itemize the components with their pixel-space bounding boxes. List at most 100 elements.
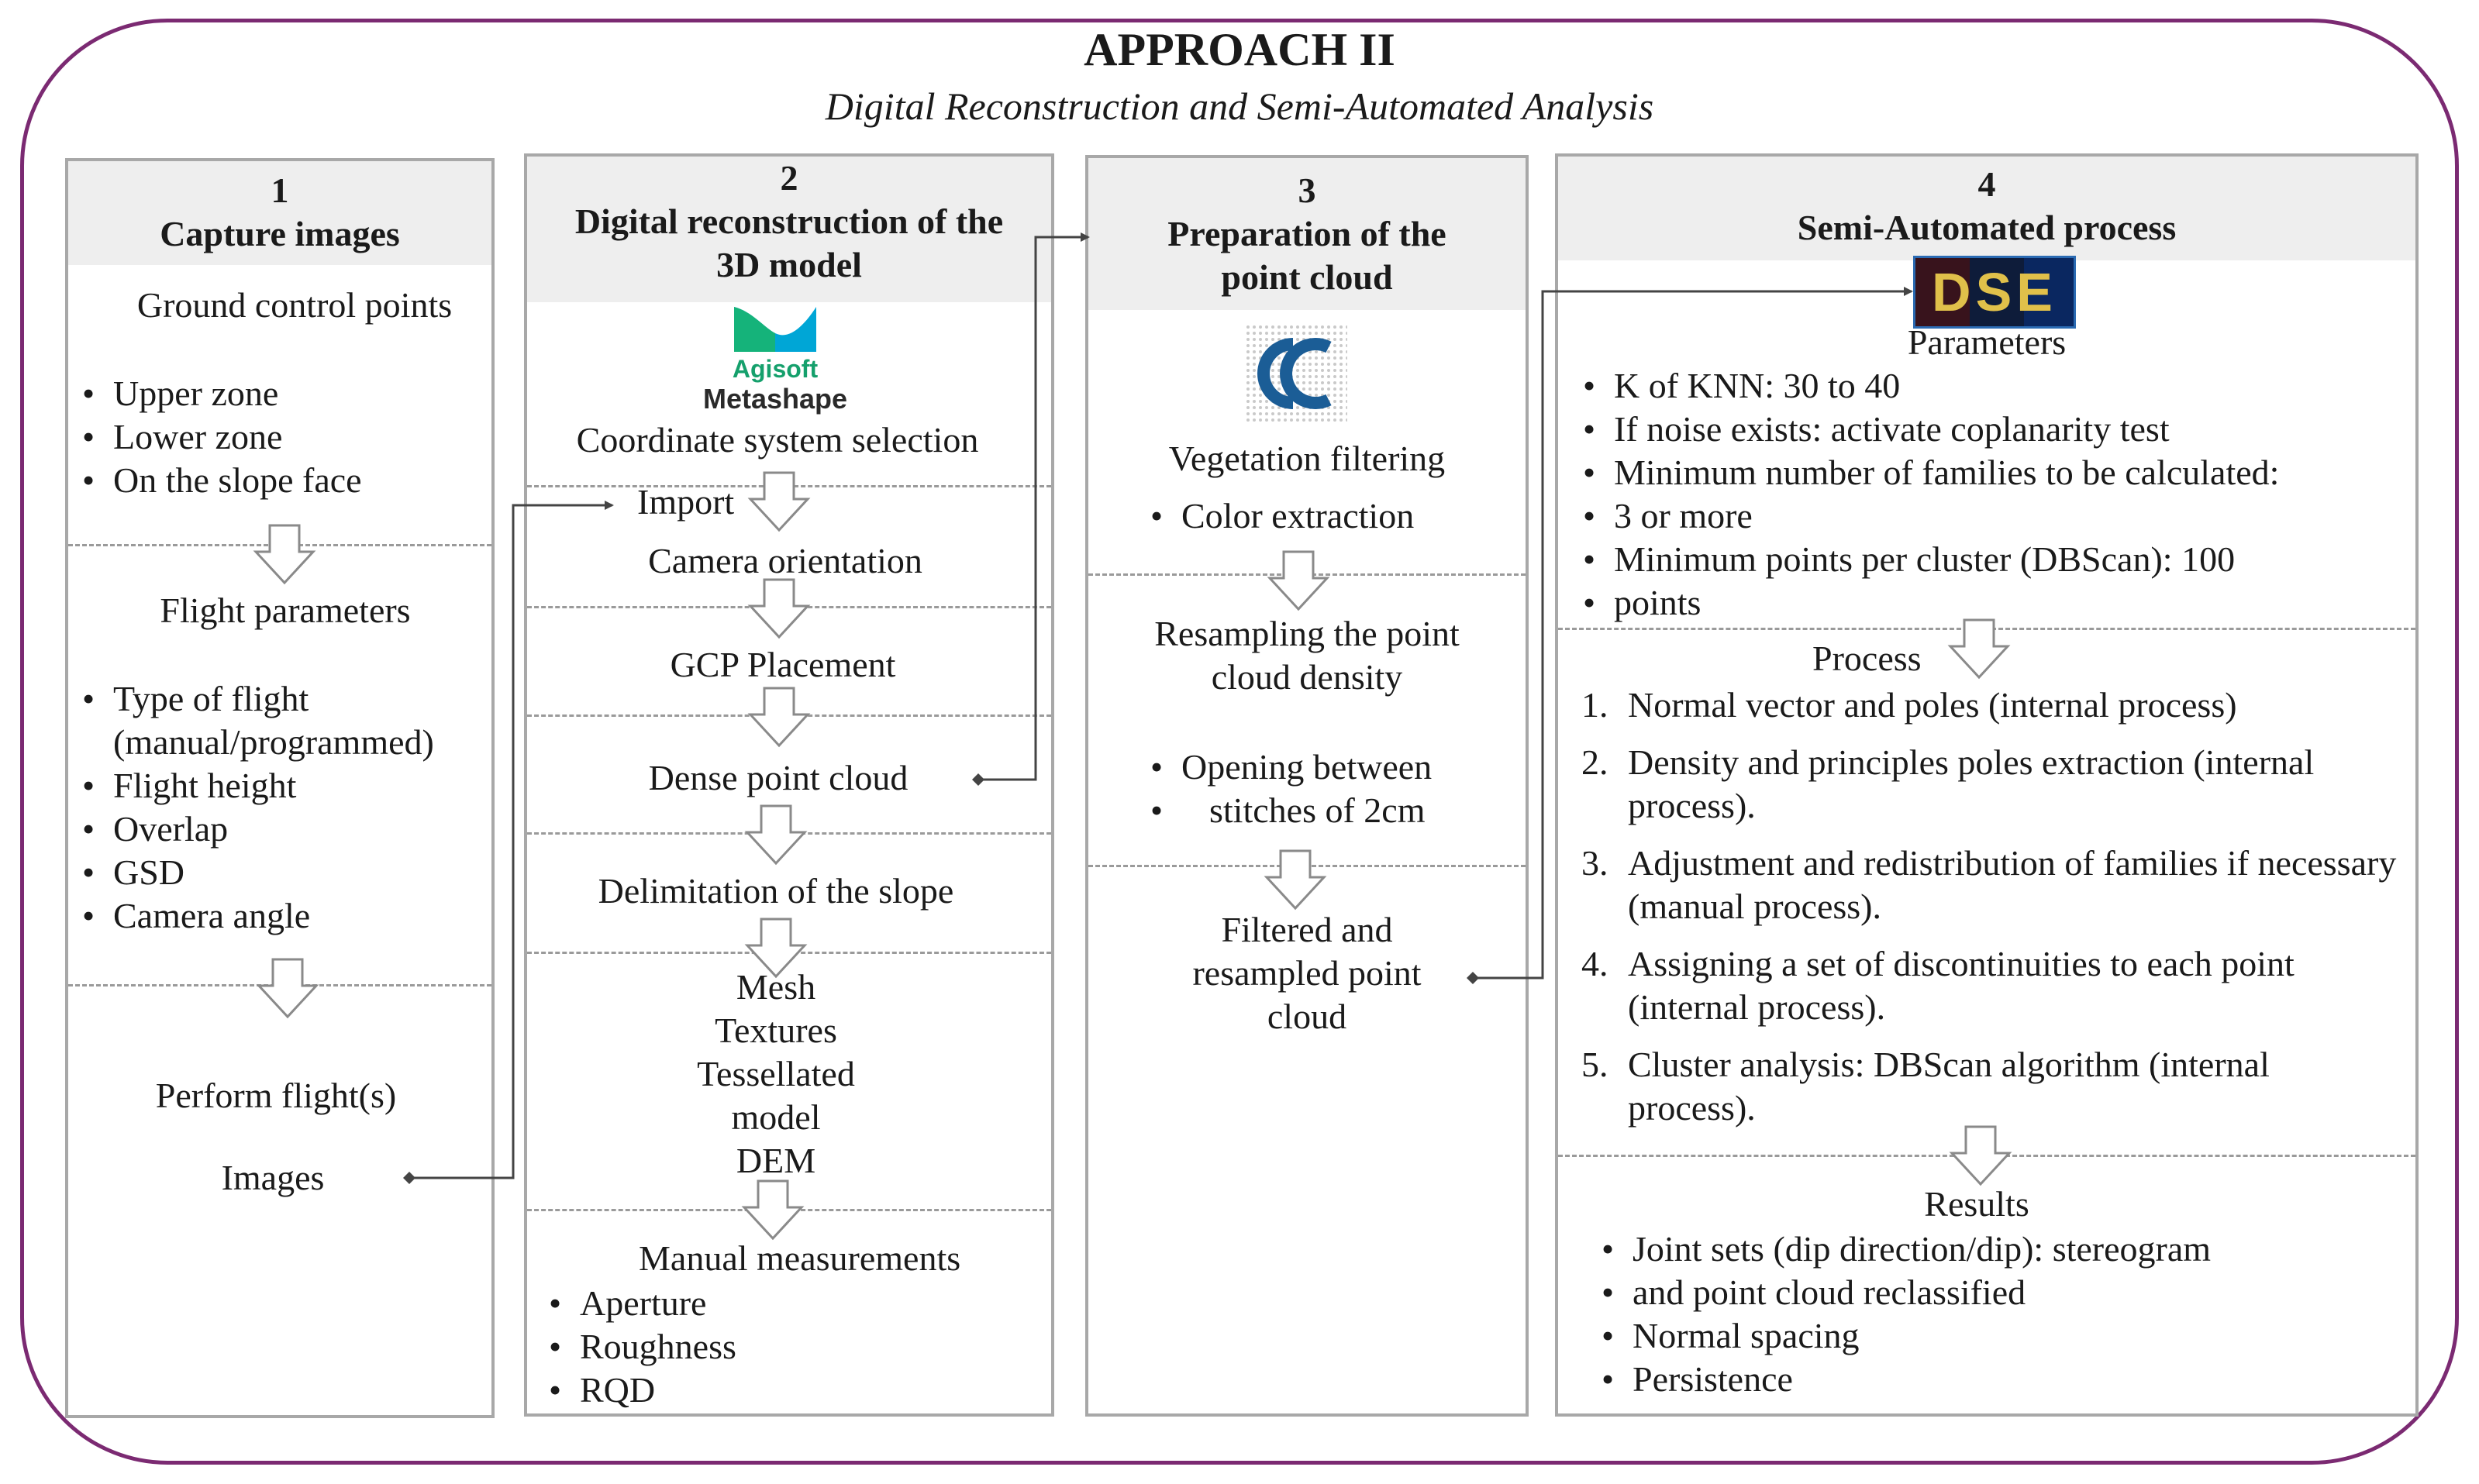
gcp-item: Upper zone	[78, 372, 362, 415]
connector-start-diamond	[972, 773, 984, 786]
resampling-list: Opening between stitches of 2cm	[1146, 745, 1432, 832]
parameter-item-continued: points	[1578, 581, 2279, 625]
resampling-line: cloud density	[1211, 657, 1403, 697]
flight-item: Camera angle	[78, 894, 496, 938]
gcp-item: On the slope face	[78, 459, 362, 502]
diagram-title: APPROACH II	[1084, 24, 1395, 75]
flight-parameters-list: Type of flight (manual/programmed) Fligh…	[78, 677, 496, 938]
process-step-number: 5.	[1581, 1045, 1608, 1084]
column-3-title: point cloud	[1221, 257, 1393, 297]
vegetation-item: Color extraction	[1146, 494, 1414, 538]
connector-filtered-to-semi-automated	[1473, 287, 1913, 980]
flight-item: Flight height	[78, 764, 496, 807]
down-arrow-icon	[744, 918, 808, 979]
images-label: Images	[221, 1158, 325, 1197]
parameter-item: Minimum points per cluster (DBScan): 100	[1578, 538, 2279, 581]
column-2-header: 2 Digital reconstruction of the 3D model	[527, 157, 1051, 302]
parameter-item: If noise exists: activate coplanarity te…	[1578, 408, 2279, 451]
cloudcompare-logo	[1245, 324, 1347, 423]
filtered-line: cloud	[1267, 997, 1347, 1036]
down-arrow-icon	[747, 578, 811, 639]
result-item: Persistence	[1597, 1358, 2211, 1401]
process-step: 1. Normal vector and poles (internal proc…	[1581, 683, 2403, 727]
down-arrow-icon	[747, 471, 811, 532]
column-3-title: Preparation of the	[1167, 214, 1446, 253]
parameters-list: K of KNN: 30 to 40 If noise exists: acti…	[1578, 364, 2279, 625]
result-item: Joint sets (dip direction/dip): stereogr…	[1597, 1227, 2211, 1271]
process-step-text: Assigning a set of discontinuities to ea…	[1628, 944, 2295, 1027]
camera-orientation-step: Camera orientation	[648, 541, 922, 580]
resampling-step: Resampling the point cloud density	[1088, 612, 1526, 699]
process-list: 1. Normal vector and poles (internal proc…	[1581, 683, 2403, 1144]
manual-item: Roughness	[544, 1325, 736, 1369]
flight-parameters-heading: Flight parameters	[160, 591, 411, 630]
process-step-text: Cluster analysis: DBScan algorithm (inte…	[1628, 1045, 2270, 1128]
resampling-line: Resampling the point	[1154, 614, 1460, 653]
down-arrow-icon	[1949, 1125, 2012, 1186]
process-step: 5. Cluster analysis: DBScan algorithm (in…	[1581, 1043, 2403, 1130]
result-item-continued: and point cloud reclassified	[1597, 1271, 2211, 1314]
down-arrow-icon	[1947, 618, 2011, 680]
column-2-number: 2	[780, 158, 798, 198]
process-step: 3. Adjustment and redistribution of famil…	[1581, 842, 2403, 928]
dse-logo: DSE	[1913, 256, 2076, 329]
import-step: Import	[637, 482, 735, 522]
column-4-header: 4 Semi-Automated process	[1558, 157, 2415, 260]
agisoft-metashape-logo: Agisoft Metashape	[698, 304, 853, 420]
metashape-product-text: Metashape	[702, 383, 848, 415]
down-arrow-icon	[253, 524, 316, 585]
manual-item: Aperture	[544, 1282, 736, 1325]
process-step-text: Normal vector and poles (internal proces…	[1628, 685, 2237, 725]
column-3-header: 3 Preparation of the point cloud	[1088, 158, 1526, 310]
manual-measurements-list: Aperture Roughness RQD	[544, 1282, 736, 1412]
resampling-item: Opening between	[1146, 745, 1432, 789]
column-1-number: 1	[271, 170, 289, 210]
connector-images-to-import	[409, 501, 614, 1179]
agisoft-brand-text: Agisoft	[732, 355, 819, 383]
perform-flights-label: Perform flight(s)	[155, 1076, 397, 1115]
process-step-number: 2.	[1581, 742, 1608, 782]
manual-measurements-heading: Manual measurements	[639, 1238, 961, 1278]
column-4-title: Semi-Automated process	[1797, 208, 2177, 247]
vegetation-filtering-step: Vegetation filtering	[1168, 439, 1446, 478]
product-line: Tessellated	[697, 1054, 855, 1093]
connector-start-diamond	[403, 1172, 415, 1184]
process-step-number: 1.	[1581, 685, 1608, 725]
gcp-list: Upper zone Lower zone On the slope face	[78, 372, 362, 502]
process-step-text: Density and principles poles extraction …	[1628, 742, 2315, 825]
process-heading: Process	[1812, 639, 1922, 678]
manual-item: RQD	[544, 1369, 736, 1412]
product-line: DEM	[736, 1141, 816, 1180]
column-4-number: 4	[1977, 164, 1996, 204]
down-arrow-icon	[1267, 550, 1330, 611]
column-3-number: 3	[1298, 170, 1316, 210]
down-arrow-icon	[741, 1179, 805, 1241]
parameters-heading: Parameters	[1907, 322, 2067, 362]
down-arrow-icon	[744, 804, 808, 866]
vegetation-list: Color extraction	[1146, 494, 1414, 538]
column-2-box	[524, 153, 1054, 1417]
process-step: 2. Density and principles poles extractio…	[1581, 741, 2403, 828]
down-arrow-icon	[256, 958, 319, 1019]
parameter-item: K of KNN: 30 to 40	[1578, 364, 2279, 408]
dense-point-cloud-step: Dense point cloud	[648, 758, 909, 797]
down-arrow-icon	[1264, 849, 1327, 911]
resampling-item-continued: stitches of 2cm	[1146, 789, 1432, 832]
process-step: 4. Assigning a set of discontinuities to…	[1581, 942, 2403, 1029]
column-2-title: Digital reconstruction of the	[574, 201, 1004, 241]
results-heading: Results	[1924, 1184, 2029, 1224]
filtered-line: Filtered and	[1221, 910, 1393, 949]
gcp-placement-step: GCP Placement	[670, 645, 896, 684]
coordinate-system-step: Coordinate system selection	[576, 420, 979, 460]
flight-item: GSD	[78, 851, 496, 894]
delimitation-step: Delimitation of the slope	[598, 871, 954, 911]
parameter-item: Minimum number of families to be calcula…	[1578, 451, 2279, 494]
product-line: model	[731, 1097, 821, 1137]
result-item: Normal spacing	[1597, 1314, 2211, 1358]
down-arrow-icon	[747, 687, 811, 748]
process-step-number: 4.	[1581, 944, 1608, 983]
process-step-number: 3.	[1581, 843, 1608, 883]
process-step-text: Adjustment and redistribution of familie…	[1628, 843, 2397, 926]
model-products: Mesh Textures Tessellated model DEM	[527, 966, 1025, 1183]
